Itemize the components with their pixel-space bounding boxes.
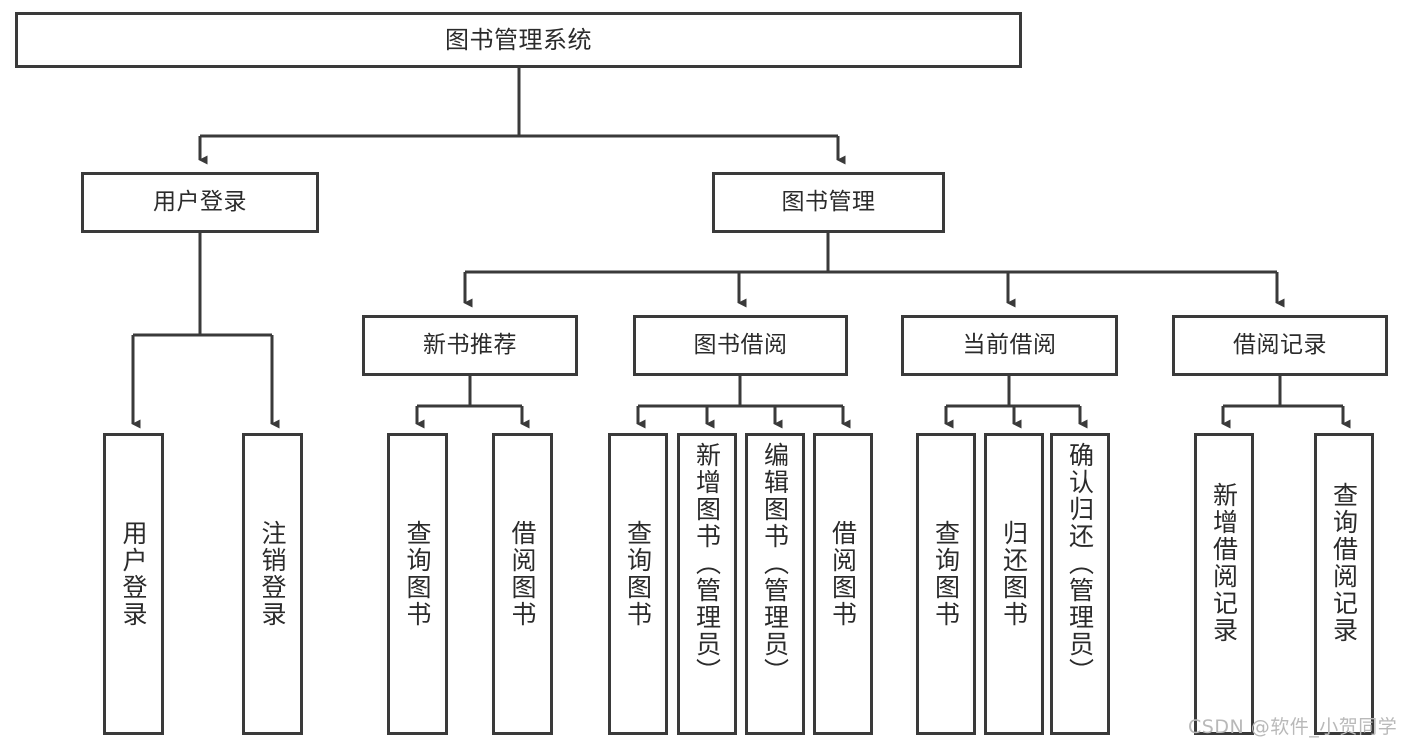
node-leaf-query-borrow-record[interactable]: 查询借阅记录 bbox=[1314, 433, 1374, 735]
node-new-book-recommend[interactable]: 新书推荐 bbox=[362, 315, 578, 376]
node-label: 新增图书（管理员） bbox=[692, 442, 722, 685]
node-label: 借阅图书 bbox=[828, 520, 858, 628]
node-leaf-query-book-borrow[interactable]: 查询图书 bbox=[608, 433, 668, 735]
edge-group-new-book-recommend bbox=[415, 376, 530, 429]
node-label: 借阅图书 bbox=[508, 520, 537, 628]
csdn-watermark: CSDN @软件_小贺同学 bbox=[1188, 716, 1398, 738]
node-label: 查询图书 bbox=[931, 520, 961, 628]
node-label: 用户登录 bbox=[153, 188, 247, 215]
node-label: 查询图书 bbox=[403, 520, 432, 628]
node-label: 新书推荐 bbox=[423, 331, 517, 358]
edge-root-stem bbox=[198, 68, 846, 165]
edge-group-borrow-records bbox=[1221, 376, 1351, 429]
node-label: 查询图书 bbox=[623, 520, 653, 628]
node-leaf-logout[interactable]: 注销登录 bbox=[242, 433, 303, 735]
node-label: 图书管理系统 bbox=[445, 25, 592, 54]
node-label: 借阅记录 bbox=[1233, 331, 1327, 358]
node-leaf-add-book-admin[interactable]: 新增图书（管理员） bbox=[677, 433, 737, 735]
node-leaf-borrow-book-recommend[interactable]: 借阅图书 bbox=[492, 433, 553, 735]
node-root-book-management-system[interactable]: 图书管理系统 bbox=[15, 12, 1022, 68]
node-label: 确认归还（管理员） bbox=[1065, 442, 1095, 685]
node-leaf-borrow-book[interactable]: 借阅图书 bbox=[813, 433, 873, 735]
edge-group-book-borrow bbox=[636, 376, 851, 429]
node-leaf-return-book[interactable]: 归还图书 bbox=[984, 433, 1044, 735]
node-label: 用户登录 bbox=[119, 520, 148, 628]
node-leaf-edit-book-admin[interactable]: 编辑图书（管理员） bbox=[745, 433, 805, 735]
edge-group-book-management bbox=[463, 233, 1285, 308]
node-current-borrow[interactable]: 当前借阅 bbox=[901, 315, 1118, 376]
node-book-management[interactable]: 图书管理 bbox=[712, 172, 945, 233]
node-leaf-query-book-current[interactable]: 查询图书 bbox=[916, 433, 976, 735]
node-label: 图书借阅 bbox=[693, 331, 788, 358]
edge-group-user-login bbox=[131, 233, 280, 429]
node-label: 注销登录 bbox=[258, 520, 287, 628]
node-leaf-query-book-recommend[interactable]: 查询图书 bbox=[387, 433, 448, 735]
edge-group-current-borrow bbox=[944, 376, 1088, 429]
node-label: 编辑图书（管理员） bbox=[760, 442, 790, 685]
node-book-borrow[interactable]: 图书借阅 bbox=[633, 315, 848, 376]
node-label: 图书管理 bbox=[781, 188, 876, 215]
node-label: 归还图书 bbox=[999, 520, 1029, 628]
node-leaf-confirm-return-admin[interactable]: 确认归还（管理员） bbox=[1050, 433, 1110, 735]
node-leaf-add-borrow-record[interactable]: 新增借阅记录 bbox=[1194, 433, 1254, 735]
node-user-login[interactable]: 用户登录 bbox=[81, 172, 319, 233]
node-label: 新增借阅记录 bbox=[1209, 482, 1239, 644]
node-borrow-records[interactable]: 借阅记录 bbox=[1172, 315, 1388, 376]
node-leaf-user-login[interactable]: 用户登录 bbox=[103, 433, 164, 735]
node-label: 查询借阅记录 bbox=[1329, 482, 1359, 644]
node-label: 当前借阅 bbox=[962, 331, 1057, 358]
